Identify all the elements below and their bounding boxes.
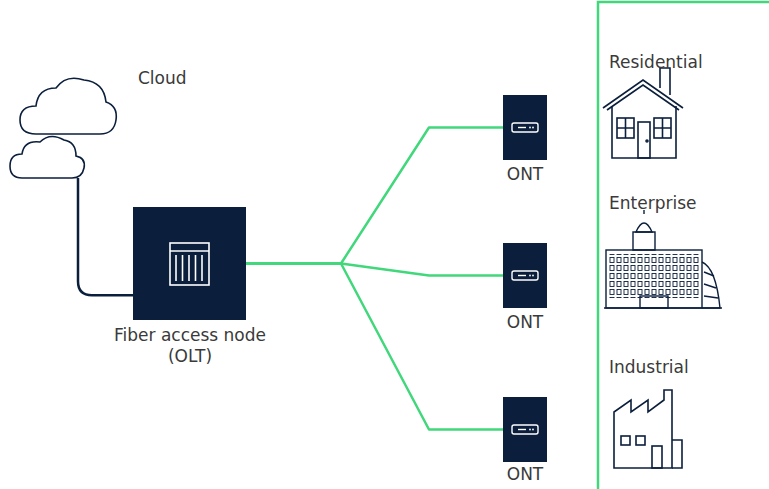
node-label: ONT (485, 312, 565, 333)
ont-icon (503, 397, 547, 462)
node-label: Cloud (138, 68, 214, 89)
fiber-link (246, 264, 503, 430)
factory-icon (614, 390, 682, 468)
segment-label: Enterprise (609, 193, 696, 214)
premises-bracket (598, 2, 769, 489)
segment-label: Industrial (609, 357, 689, 378)
office-building-icon (604, 210, 722, 308)
fiber-link (246, 264, 503, 276)
ont-node: ONT (485, 95, 565, 187)
node-label: Fiber access node (OLT) (110, 325, 270, 367)
node-label: ONT (485, 464, 565, 485)
ont-node: ONT (485, 397, 565, 487)
segment-label: Residential (609, 52, 703, 73)
ont-icon (503, 95, 547, 160)
olt-icon (133, 207, 246, 320)
cloud-icon (6, 52, 122, 188)
house-icon (603, 68, 683, 158)
node-label: ONT (485, 164, 565, 185)
fiber-link (78, 178, 133, 295)
fiber-link (246, 128, 503, 264)
ont-node: ONT (485, 243, 565, 335)
cloud-node: Cloud (6, 52, 216, 190)
olt-node: Fiber access node (OLT) (110, 207, 270, 369)
ont-icon (503, 243, 547, 308)
